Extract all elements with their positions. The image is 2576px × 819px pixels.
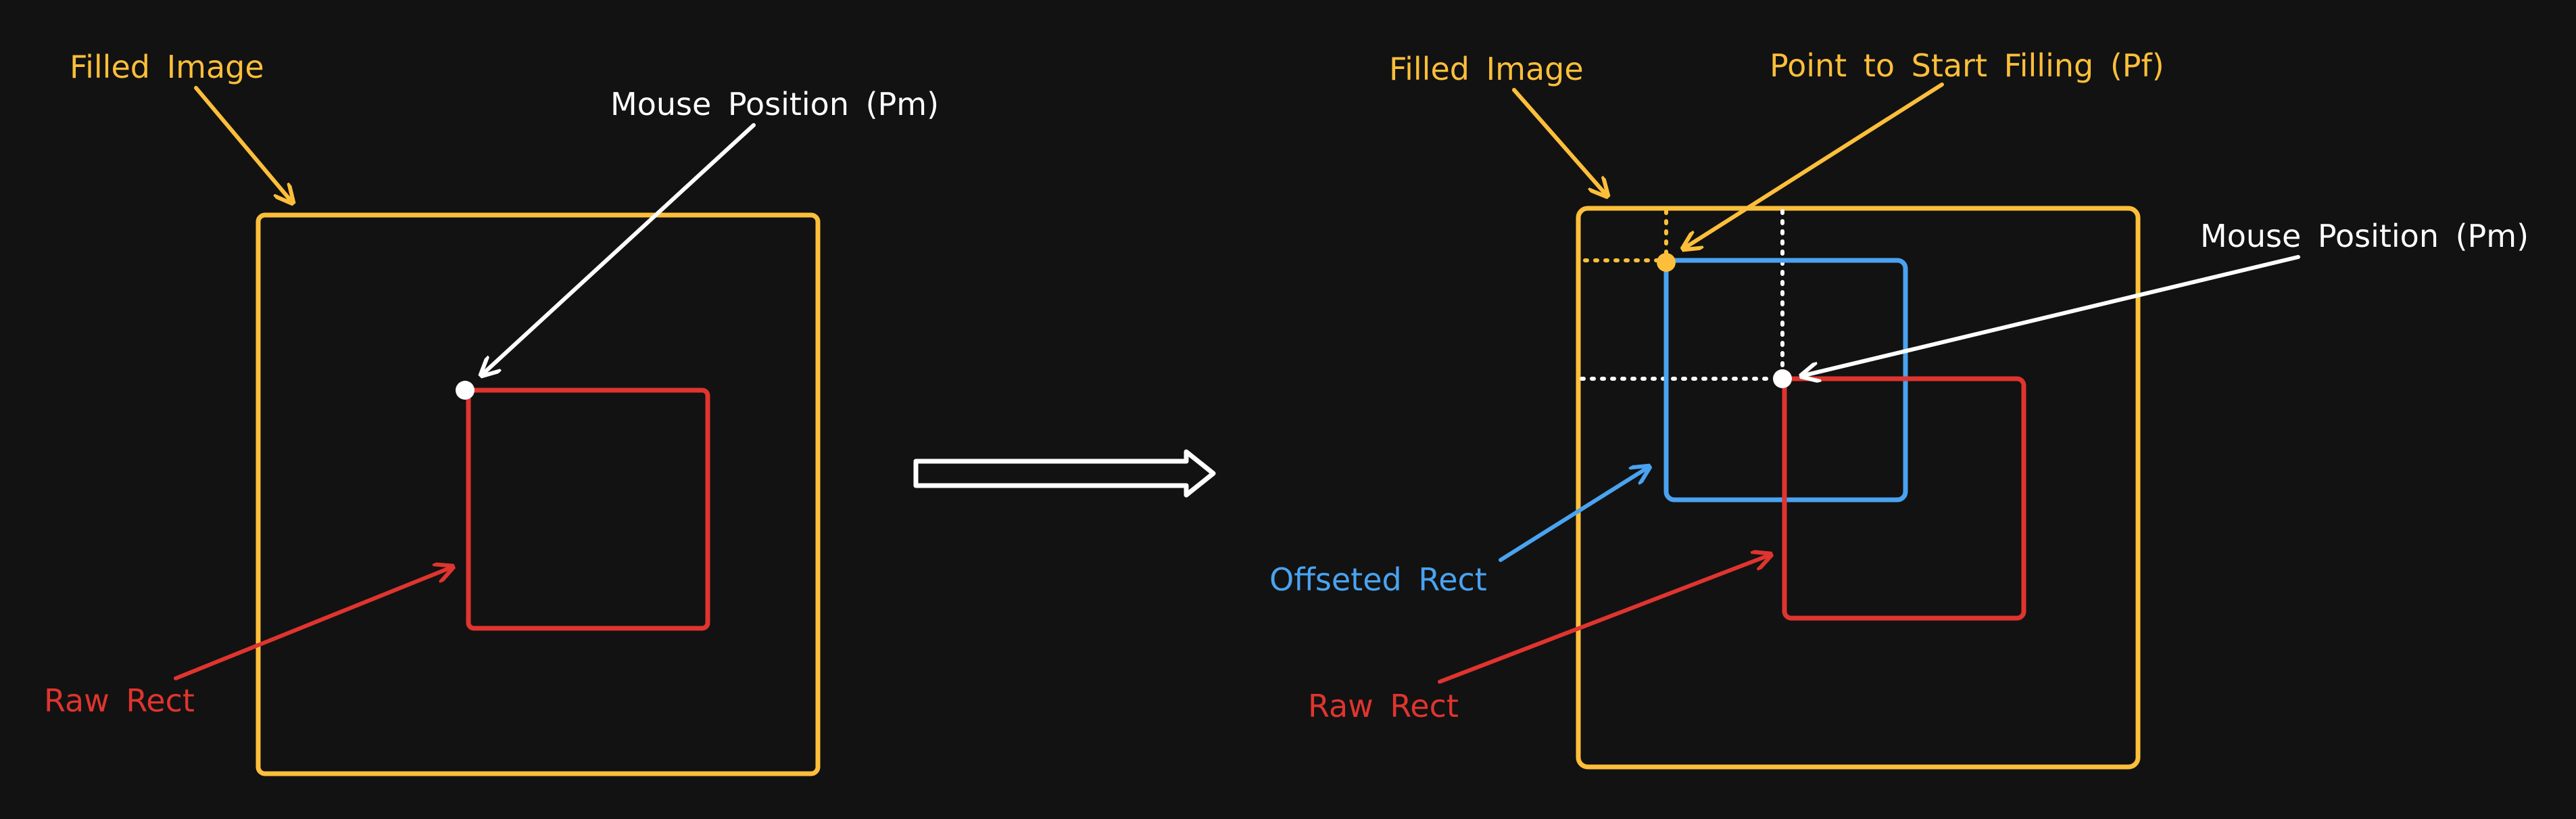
left-panel: Filled Image Mouse Position (Pm) Raw Rec… xyxy=(44,49,939,776)
right-filled-image-label: Filled Image xyxy=(1389,51,1584,87)
right-panel: Filled Image Point to Start Filling (Pf)… xyxy=(1269,47,2529,770)
point-to-start-dot xyxy=(1657,253,1676,272)
right-filled-image-arrow xyxy=(1512,88,1607,196)
right-mouse-position-arrow xyxy=(1801,255,2300,376)
right-raw-rect xyxy=(1782,376,2026,621)
right-raw-rect-arrow xyxy=(1438,555,1771,684)
point-to-start-label: Point to Start Filling (Pf) xyxy=(1770,47,2164,84)
right-raw-rect-label: Raw Rect xyxy=(1308,688,1459,724)
left-mouse-position-dot xyxy=(456,381,475,400)
double-arrow-right-icon xyxy=(913,449,1216,498)
point-to-start-arrow xyxy=(1683,83,1944,249)
left-filled-image-label: Filled Image xyxy=(70,49,264,85)
right-filled-image-rect xyxy=(1576,206,2141,770)
left-raw-rect xyxy=(466,388,710,631)
left-mouse-position-arrow xyxy=(481,123,756,375)
offseted-rect-label: Offseted Rect xyxy=(1269,561,1487,598)
left-raw-rect-arrow xyxy=(174,567,453,680)
left-mouse-position-label: Mouse Position (Pm) xyxy=(610,86,939,122)
right-mouse-position-label: Mouse Position (Pm) xyxy=(2200,218,2529,254)
left-filled-image-rect xyxy=(256,212,821,776)
left-filled-image-arrow xyxy=(194,86,293,203)
right-mouse-position-dot xyxy=(1773,369,1792,388)
left-raw-rect-label: Raw Rect xyxy=(44,682,195,719)
offseted-rect-arrow xyxy=(1499,467,1649,562)
